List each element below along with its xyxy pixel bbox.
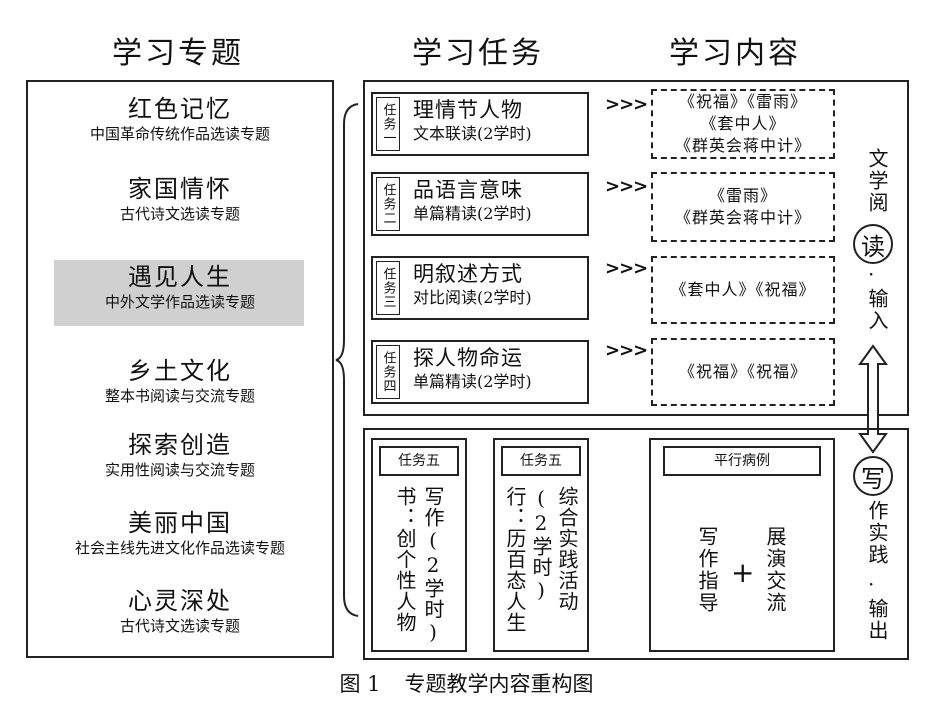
writing-label-dot: ·	[868, 572, 875, 596]
topic-subtitle: 中外文学作品选读专题	[104, 293, 255, 311]
task-5b-col1: 综合实践活动	[555, 486, 579, 612]
arrow-icon: >>>	[605, 340, 648, 361]
topic-title: 探索创造	[128, 431, 232, 459]
task-title: 探人物命运	[413, 346, 523, 370]
task-1: 任务一 理情节人物 文本联读(2学时)	[371, 92, 589, 156]
task-title: 明叙述方式	[413, 262, 523, 286]
task-tag: 任务二	[376, 177, 400, 231]
writing-circle-icon: 写	[853, 456, 893, 496]
topic-7: 心灵深处 古代诗文选读专题	[28, 586, 332, 636]
topics-panel: 红色记忆 中国革命传统作品选读专题 家国情怀 古代诗文选读专题 遇见人生 中外文…	[26, 80, 334, 658]
task-2: 任务二 品语言意味 单篇精读(2学时)	[371, 172, 589, 236]
task-tag: 任务四	[376, 345, 400, 399]
arrow-icon: >>>	[605, 94, 648, 115]
topic-subtitle: 实用性阅读与交流专题	[104, 461, 255, 479]
task-subtitle: 对比阅读(2学时)	[413, 288, 532, 307]
brace-connector	[335, 103, 359, 617]
task-4: 任务四 探人物命运 单篇精读(2学时)	[371, 340, 589, 404]
double-arrow-icon	[858, 344, 888, 454]
task-5b: 任务五 综合实践活动 (2学时) 行：历百态人生	[493, 438, 589, 652]
task-3: 任务三 明叙述方式 对比阅读(2学时)	[371, 256, 589, 320]
reading-label-dot: ·	[868, 262, 875, 286]
task-tag: 任务三	[376, 261, 400, 315]
header-topics: 学习专题	[112, 36, 244, 71]
reading-label-top: 文学阅	[865, 148, 889, 214]
task-5a-col1: 写作(2学时)	[421, 486, 445, 645]
task-subtitle: 单篇精读(2学时)	[413, 372, 532, 391]
caption-figure: 图 1	[339, 672, 381, 696]
content-line: 《祝福》《雷雨》	[678, 92, 807, 111]
task-4-content: 《祝福》《祝福》	[651, 338, 835, 406]
content-line: 《群英会蒋中计》	[674, 208, 811, 227]
header-tasks: 学习任务	[412, 36, 544, 71]
topic-subtitle: 古代诗文选读专题	[119, 205, 240, 223]
content-line: 《套中人》《祝福》	[670, 280, 816, 299]
content-line: 《套中人》	[700, 114, 786, 133]
topic-title: 家国情怀	[128, 175, 232, 203]
writing-label-bottom: 输出	[865, 598, 889, 642]
caption-text: 专题教学内容重构图	[404, 672, 594, 696]
topic-title: 遇见人生	[128, 263, 232, 291]
task-2-content: 《雷雨》 《群英会蒋中计》	[651, 172, 835, 242]
topic-1: 红色记忆 中国革命传统作品选读专题	[28, 94, 332, 144]
content-line: 《群英会蒋中计》	[674, 136, 811, 155]
plus-icon: +	[731, 556, 755, 589]
task-title: 品语言意味	[413, 178, 523, 202]
task-5b-label: 任务五	[501, 446, 581, 476]
example-left: 写作指导	[695, 526, 719, 614]
task-3-content: 《套中人》《祝福》	[651, 256, 835, 324]
reading-section	[363, 80, 909, 416]
arrow-icon: >>>	[605, 176, 648, 197]
topic-6: 美丽中国 社会主线先进文化作品选读专题	[28, 508, 332, 558]
reading-label-bottom: 输入	[865, 288, 889, 332]
task-5a-label: 任务五	[379, 446, 459, 476]
task-tag: 任务一	[376, 97, 400, 151]
topic-subtitle: 社会主线先进文化作品选读专题	[74, 539, 285, 557]
topic-subtitle: 古代诗文选读专题	[119, 617, 240, 635]
topic-5: 探索创造 实用性阅读与交流专题	[28, 430, 332, 480]
topic-3-highlight	[54, 260, 304, 326]
topic-subtitle: 整本书阅读与交流专题	[104, 387, 255, 405]
task-1-content: 《祝福》《雷雨》 《套中人》 《群英会蒋中计》	[651, 89, 835, 159]
topic-title: 乡土文化	[128, 357, 232, 385]
task-title: 理情节人物	[413, 98, 523, 122]
example-right: 展演交流	[763, 526, 787, 614]
task-5b-col2: (2学时)	[529, 486, 553, 603]
parallel-example: 平行病例 写作指导 + 展演交流	[649, 438, 835, 652]
task-5a-col2: 书：创个性人物	[393, 486, 417, 633]
topic-2: 家国情怀 古代诗文选读专题	[28, 174, 332, 224]
task-subtitle: 文本联读(2学时)	[413, 124, 532, 143]
header-content: 学习内容	[669, 36, 801, 71]
topic-subtitle: 中国革命传统作品选读专题	[89, 125, 270, 143]
arrow-icon: >>>	[605, 258, 648, 279]
task-5a: 任务五 写作(2学时) 书：创个性人物	[371, 438, 467, 652]
topic-title: 美丽中国	[128, 509, 232, 537]
content-line: 《雷雨》	[708, 186, 777, 205]
writing-section	[363, 428, 909, 660]
task-subtitle: 单篇精读(2学时)	[413, 204, 532, 223]
topic-3: 遇见人生 中外文学作品选读专题	[28, 262, 332, 312]
topic-title: 红色记忆	[128, 95, 232, 123]
figure-caption: 图 1 专题教学内容重构图	[0, 668, 933, 698]
writing-label-middle: 作实践	[865, 500, 889, 566]
topic-4: 乡土文化 整本书阅读与交流专题	[28, 356, 332, 406]
task-5b-col3: 行：历百态人生	[503, 486, 527, 633]
parallel-example-label: 平行病例	[663, 446, 821, 476]
reading-circle-icon: 读	[853, 224, 893, 264]
content-line: 《祝福》《祝福》	[678, 362, 807, 381]
topic-title: 心灵深处	[128, 587, 232, 615]
